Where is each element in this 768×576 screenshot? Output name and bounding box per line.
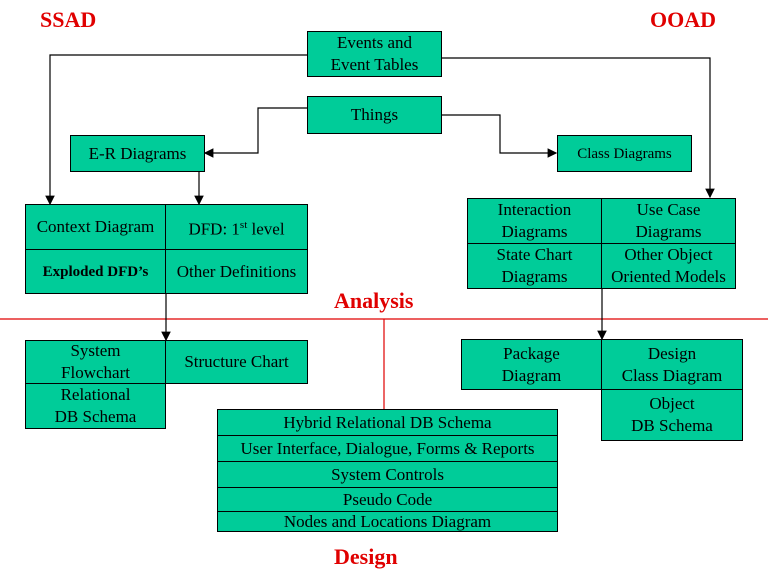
system-flowchart-line1: System [70,341,121,360]
system-flowchart-line2: Flowchart [61,363,130,382]
shared-design-item: Hybrid Relational DB Schema [283,412,492,432]
er-diagrams-box: E-R Diagrams [70,135,205,172]
ooad-header: OOAD [650,7,716,32]
arrow-things-to-class [442,114,558,158]
other-definitions-box: Other Definitions [165,249,308,294]
object-db-line1: Object [649,394,695,413]
context-diagram-label: Context Diagram [36,217,155,236]
state-chart-line2: Diagrams [501,267,568,286]
context-diagram-box: Context Diagram [25,204,166,250]
structure-chart-box: Structure Chart [165,340,308,384]
design-label: Design [334,544,398,569]
arrow-things-to-er [203,107,307,158]
er-diagrams-label: E-R Diagrams [88,143,187,163]
design-class-line2: Class Diagram [621,365,723,385]
nodes-locations-diagram-box: Nodes and Locations Diagram [217,511,558,532]
events-label-line2: Event Tables [330,55,419,74]
dfd-first-level-label: DFD: 1st level [188,218,285,239]
other-object-line2: Oriented Models [611,267,726,286]
system-flowchart-box: System Flowchart [25,340,166,384]
shared-design-item: User Interface, Dialogue, Forms & Report… [240,438,535,458]
structure-chart-label: Structure Chart [184,352,289,371]
other-object-line1: Other Object [624,245,713,264]
shared-design-item: Pseudo Code [342,489,433,509]
other-definitions-label: Other Definitions [176,261,297,281]
use-case-line2: Diagrams [635,222,702,241]
ssad-header: SSAD [40,7,97,32]
state-chart-diagrams-box: State Chart Diagrams [467,243,602,289]
class-diagrams-box: Class Diagrams [557,135,692,172]
pseudo-code-box: Pseudo Code [217,487,558,512]
things-box: Things [307,96,442,134]
user-interface-box: User Interface, Dialogue, Forms & Report… [217,435,558,462]
exploded-dfds-box: Exploded DFD’s [25,249,166,294]
exploded-dfds-label: Exploded DFD’s [42,263,149,280]
use-case-diagrams-box: Use Case Diagrams [601,198,736,244]
interaction-diagrams-box: Interaction Diagrams [467,198,602,244]
object-db-schema-box: Object DB Schema [601,389,743,441]
events-label-line1: Events and [336,33,413,52]
relational-line1: Relational [60,385,131,404]
events-box: Events and Event Tables [307,31,442,77]
class-diagrams-label: Class Diagrams [577,145,672,162]
design-class-line1: Design [647,343,697,363]
package-diagram-box: Package Diagram [461,339,602,390]
interaction-line1: Interaction [497,200,572,219]
other-object-models-box: Other Object Oriented Models [601,243,736,289]
object-db-line2: DB Schema [631,416,713,435]
state-chart-line1: State Chart [496,245,573,264]
relational-db-schema-box: Relational DB Schema [25,383,166,429]
shared-design-item: System Controls [331,464,444,484]
use-case-line1: Use Case [636,200,701,219]
package-line2: Diagram [501,365,562,385]
interaction-line2: Diagrams [501,222,568,241]
system-controls-box: System Controls [217,461,558,488]
things-label: Things [350,105,399,124]
arrow-events-to-context [45,54,307,206]
analysis-label: Analysis [334,288,414,313]
package-line1: Package [503,343,560,363]
relational-line2: DB Schema [54,407,137,426]
hybrid-relational-db-schema-box: Hybrid Relational DB Schema [217,409,558,436]
arrow-events-to-usecase [441,57,715,199]
dfd-first-level-box: DFD: 1st level [165,204,308,250]
shared-design-item: Nodes and Locations Diagram [283,511,492,531]
design-class-diagram-box: Design Class Diagram [601,339,743,390]
